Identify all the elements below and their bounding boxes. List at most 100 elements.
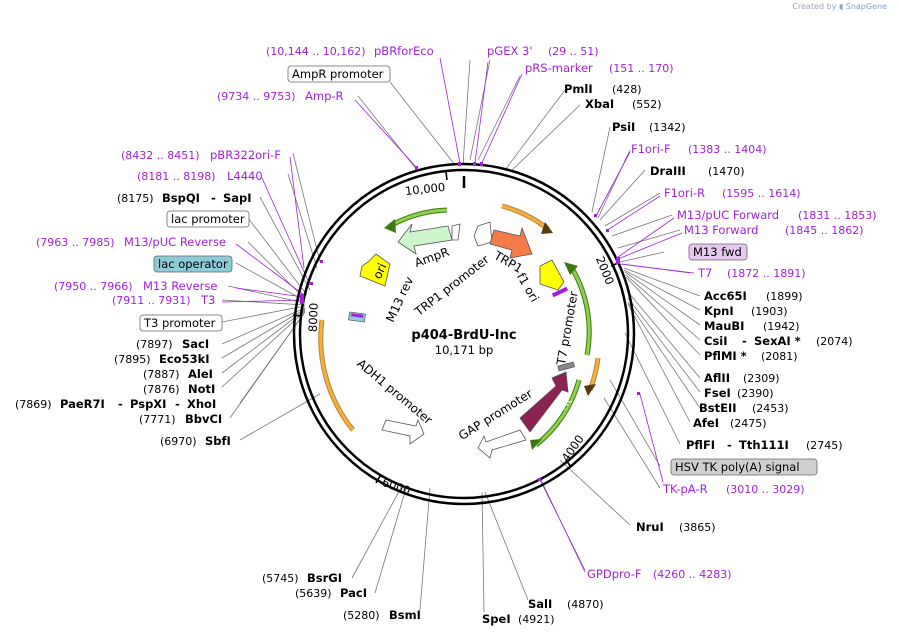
primer-pgex3-pos: (29 .. 51) — [548, 45, 599, 58]
enzyme-paci-pos: (5639) — [295, 587, 332, 600]
enzyme-eco53ki-name: Eco53kI — [159, 352, 210, 366]
adh1-promoter-arrow — [381, 418, 425, 445]
primer-pbr322ori-f-name: pBR322ori-F — [210, 148, 281, 162]
snapgene-logo-icon: ◖ — [838, 2, 844, 11]
lac-promoter-text: lac promoter — [171, 212, 245, 226]
primer-m13-reverse-name: M13 Reverse — [143, 279, 217, 293]
t7-promoter-label: T7 promoter — [554, 290, 581, 367]
plasmid-name: p404-BrdU-Inc — [411, 328, 516, 343]
primer-m13-puc-forward-pos: (1831 .. 1853) — [798, 209, 877, 222]
enzyme-paci-name: PacI — [340, 586, 367, 600]
primer-f1ori-f-name: F1ori-F — [631, 142, 671, 156]
enzyme-afei-pos: (2475) — [730, 417, 767, 430]
enzyme-kpni-pos: (1903) — [751, 305, 788, 318]
enzyme-spei-pos: (4921) — [518, 613, 555, 626]
svg-text:-: - — [175, 397, 180, 411]
primer-l4440-pos: (8181 .. 8198) — [137, 170, 216, 183]
enzyme-fsei-name: FseI — [704, 386, 731, 400]
f1-ori-arrow — [539, 259, 565, 291]
enzyme-paer7i-pos: (7869) — [15, 398, 52, 411]
t3-promoter-box — [139, 314, 223, 332]
enzyme-aflii-pos: (2309) — [743, 372, 780, 385]
tick-label-10000: 10,000 — [404, 180, 445, 198]
enzyme-psii-name: PsiI — [612, 120, 635, 134]
enzyme-xhoi-name: XhoI — [187, 397, 216, 411]
lac-promoter-box — [166, 210, 250, 228]
ampr-label: AmpR — [413, 245, 451, 270]
hsv-tk-polya-text: HSV TK poly(A) signal — [675, 460, 800, 474]
enzyme-csii-name: CsiI — [704, 334, 728, 348]
svg-text:-: - — [211, 191, 216, 205]
enzyme-psii-pos: (1342) — [649, 121, 686, 134]
primer-gpdpro-f-pos: (4260 .. 4283) — [653, 568, 732, 581]
enzyme-aflii-name: AflII — [704, 371, 730, 385]
enzyme-acc65i-pos: (1899) — [766, 290, 803, 303]
gap-promoter-arrow — [477, 429, 527, 459]
enzyme-pmli-name: PmlI — [564, 82, 593, 96]
primer-markers — [300, 162, 640, 481]
leader-lines — [221, 59, 701, 613]
enzyme-draiii-pos: (1470) — [708, 165, 745, 178]
enzyme-bsteii-name: BstEII — [699, 401, 737, 415]
enzyme-bspqi-pos: (8175) — [117, 192, 154, 205]
primer-t3-name: T3 — [200, 293, 215, 307]
trp1-arrow — [489, 226, 533, 259]
primer-l4440-name: L4440 — [227, 169, 263, 183]
svg-text:-: - — [118, 397, 123, 411]
primer-leaders — [221, 57, 695, 573]
primer-ampr-name: Amp-R — [305, 89, 344, 103]
enzyme-bsmi-pos: (5280) — [343, 609, 380, 622]
enzyme-pflfi-pos: (2745) — [806, 439, 843, 452]
lac-operator-box — [153, 255, 233, 273]
svg-text:-: - — [742, 334, 747, 348]
hsv-tk-arrow — [519, 371, 569, 433]
scale-ticks — [292, 171, 619, 484]
primer-m13-reverse-pos: (7950 .. 7966) — [54, 280, 133, 293]
primer-m13-puc-reverse-pos: (7963 .. 7985) — [36, 236, 115, 249]
enzyme-saci-name: SacI — [182, 337, 209, 351]
t7-promoter-box — [557, 361, 575, 372]
enzyme-nrui-pos: (3865) — [679, 521, 716, 534]
primer-pbr322ori-f-pos: (8432 .. 8451) — [121, 149, 200, 162]
primer-tk-pa-r-name: TK-pA-R — [662, 482, 708, 496]
tick-label-8000: 8000 — [306, 303, 321, 333]
primer-pbrforeco-name: pBRforEco — [374, 44, 434, 58]
primer-pgex3-name: pGEX 3' — [487, 44, 533, 58]
enzyme-alei-pos: (7887) — [143, 368, 180, 381]
t3-promoter-text: T3 promoter — [143, 316, 216, 330]
plasmid-size: 10,171 bp — [435, 343, 494, 357]
enzyme-tth111i-name: Tth111I — [739, 438, 789, 452]
enzyme-bbvci-pos: (7771) — [139, 413, 176, 426]
ampr-arrow — [397, 223, 453, 255]
primer-t3-pos: (7911 .. 7931) — [112, 294, 191, 307]
enzyme-pflmi-pos: (2081) — [761, 350, 798, 363]
enzyme-draiii-name: DraIII — [650, 164, 686, 178]
enzyme-csii-pos: (2074) — [816, 335, 853, 348]
enzyme-xbai-pos: (552) — [632, 98, 662, 111]
enzyme-bsteii-pos: (2453) — [752, 402, 789, 415]
enzyme-eco53ki-pos: (7895) — [114, 353, 151, 366]
ori-arrow — [359, 253, 391, 287]
ampr-promoter-box — [451, 223, 461, 241]
enzyme-fsei-pos: (2390) — [737, 387, 774, 400]
primer-m13-puc-forward-name: M13/pUC Forward — [677, 208, 779, 222]
enzyme-noti-pos: (7876) — [143, 383, 180, 396]
enzyme-bspqi-name: BspQI — [162, 191, 200, 205]
trp1-promoter-box — [473, 221, 493, 247]
primer-pbrforeco-pos: (10,144 .. 10,162) — [266, 45, 366, 58]
credit-brand: SnapGene — [845, 2, 887, 11]
enzyme-maubi-pos: (1942) — [763, 320, 800, 333]
enzyme-kpni-name: KpnI — [704, 304, 734, 318]
enzyme-maubi-name: MauBI — [704, 319, 744, 333]
enzyme-bsrgi-name: BsrGI — [307, 571, 342, 585]
ampr-promoter-box-label — [287, 65, 391, 83]
enzyme-paer7i-name: PaeR7I — [60, 397, 105, 411]
enzyme-pflfi-name: PflFI — [686, 438, 715, 452]
enzyme-bsrgi-pos: (5745) — [262, 572, 299, 585]
m13-fwd-box — [688, 243, 748, 261]
enzyme-alei-name: AleI — [188, 367, 213, 381]
enzyme-sexai-name: SexAI * — [754, 334, 801, 348]
ampr-promoter-text: AmpR promoter — [292, 67, 384, 81]
enzyme-acc65i-name: Acc65I — [704, 289, 747, 303]
